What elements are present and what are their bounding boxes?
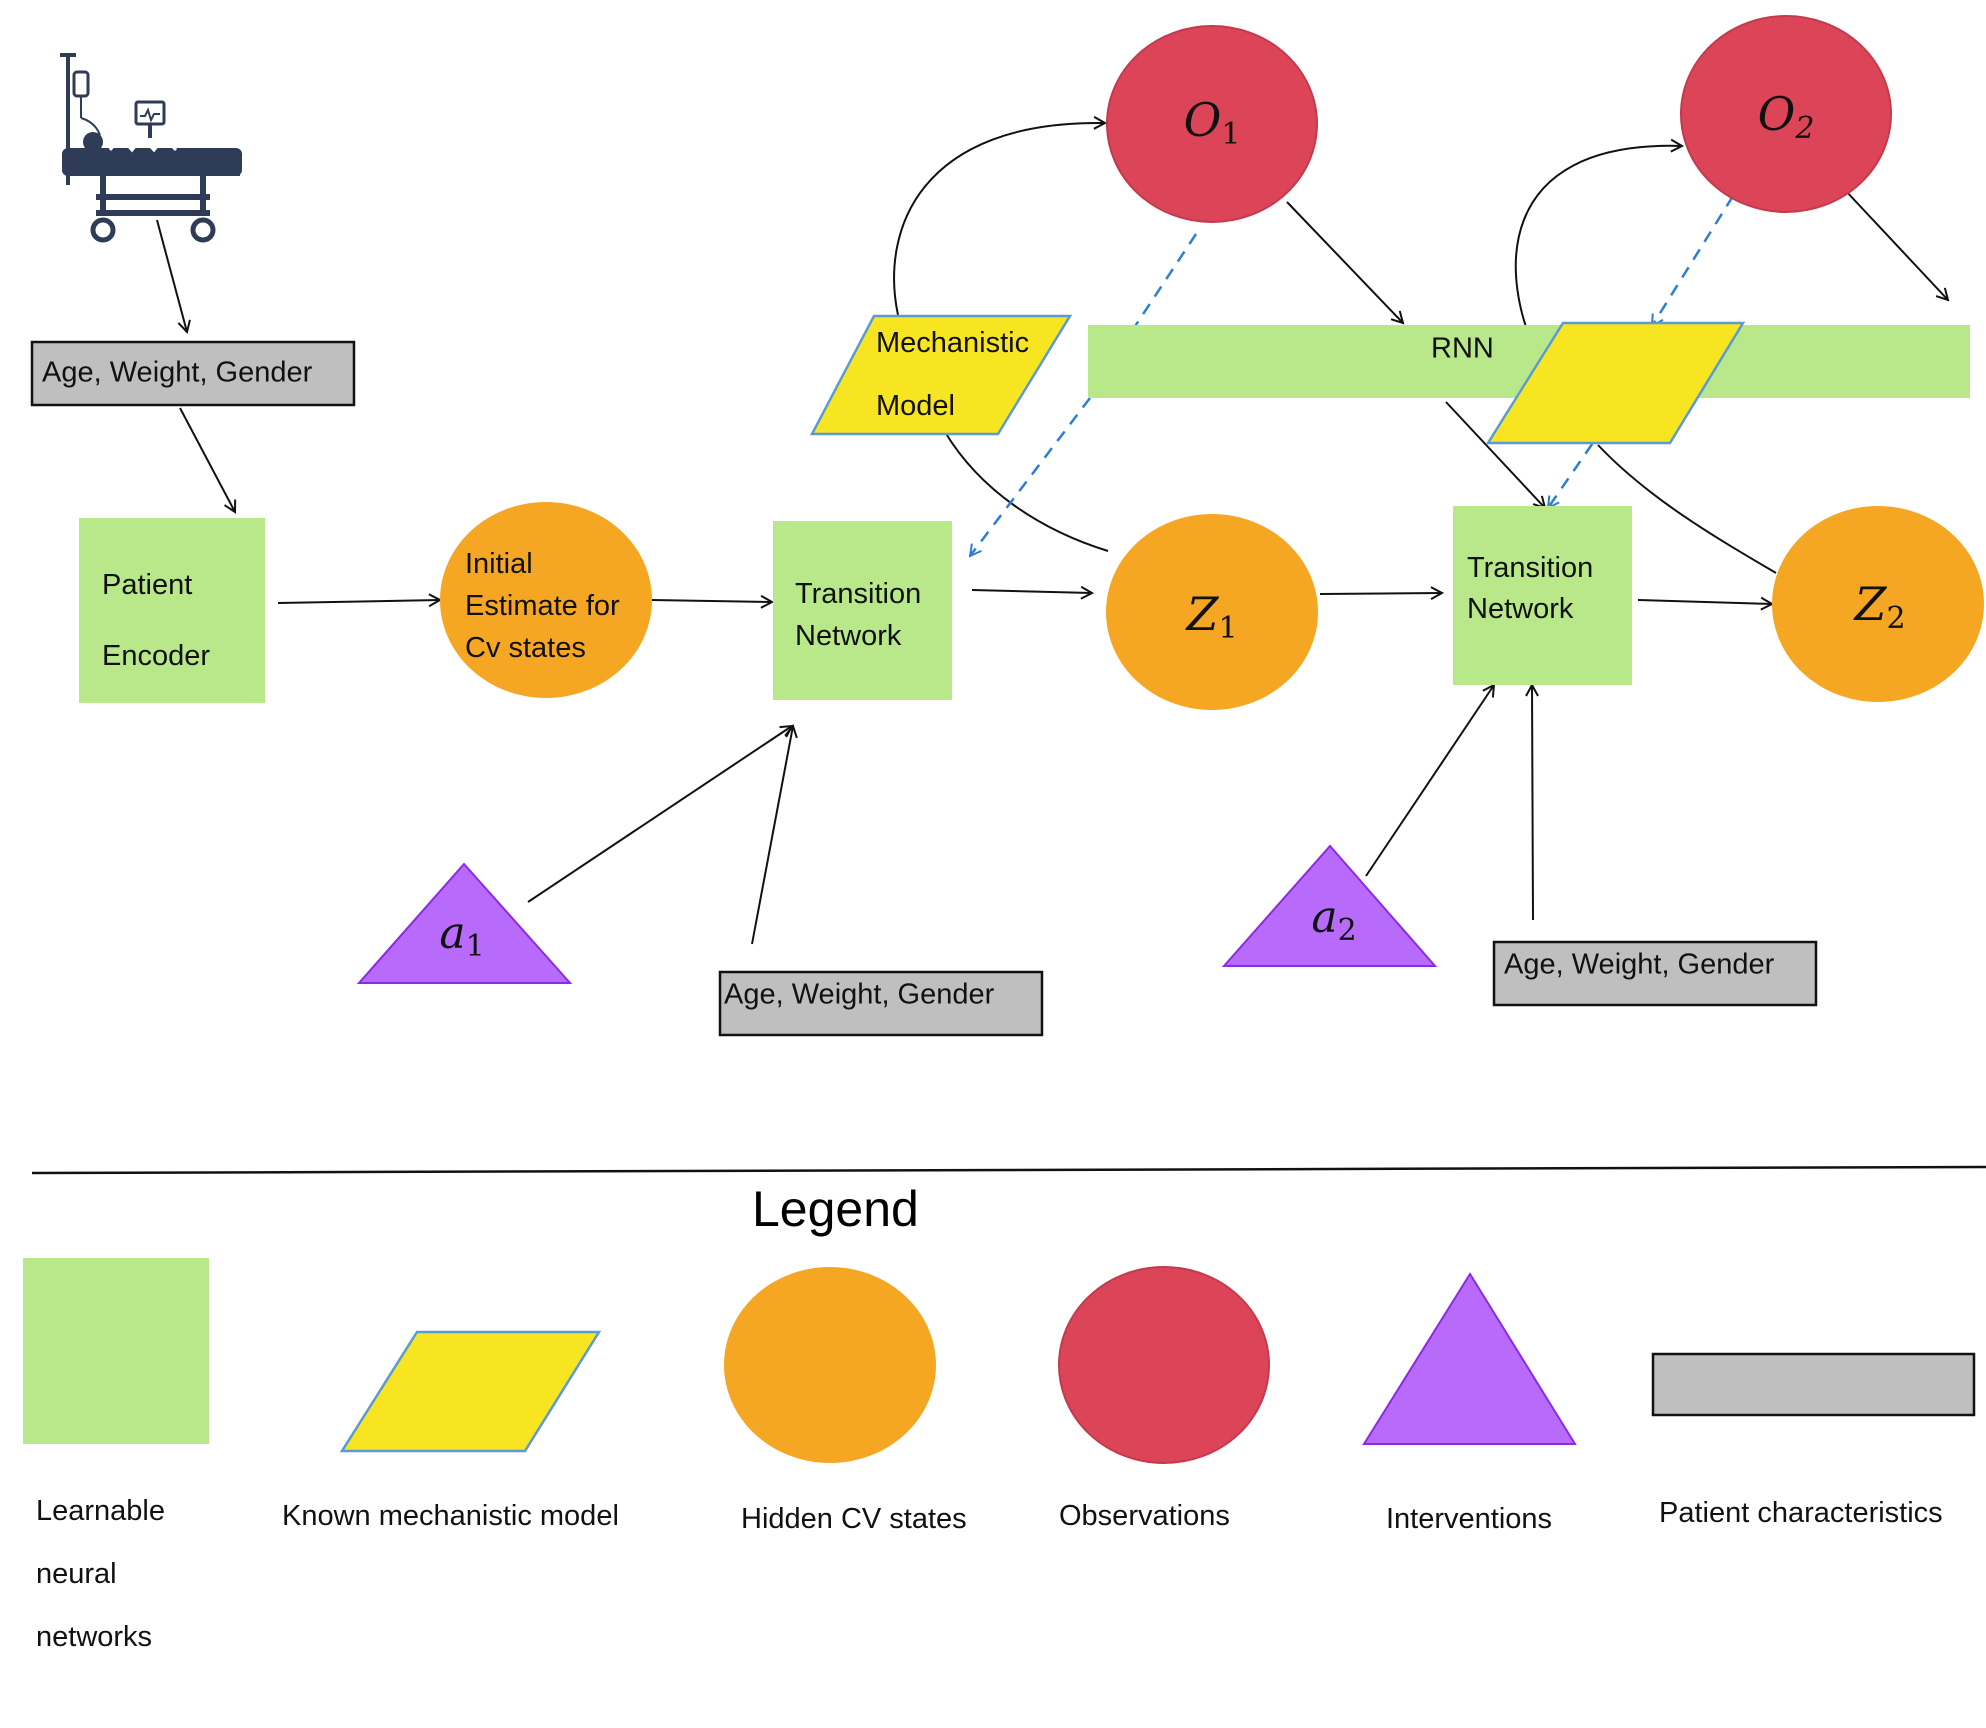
- arrow-a1-to-transition1: [527, 726, 792, 903]
- a1-label: a1: [439, 908, 484, 965]
- observation-o2: O2: [1680, 15, 1892, 213]
- legend-interventions-swatch: [1362, 1272, 1577, 1445]
- patient-characteristics-2-label: Age, Weight, Gender: [1504, 949, 1775, 981]
- intervention-a2: a2: [1221, 844, 1438, 967]
- o1-label: O1: [1184, 93, 1241, 152]
- legend-patient: Patient characteristics: [1651, 1352, 1976, 1529]
- mechanistic-model-1: Mechanistic Model: [809, 314, 1073, 436]
- transition-network-2-label-2: Network: [1467, 593, 1574, 625]
- initial-estimate-label-2: Estimate for: [465, 590, 620, 622]
- mechanistic-model-label-1: Mechanistic: [876, 327, 1029, 359]
- arrow-transition2-to-z2: [1637, 600, 1772, 604]
- legend-learnable-label-1: Learnable: [36, 1495, 165, 1527]
- initial-estimate-label-3: Cv states: [465, 632, 586, 664]
- arrow-chars1-to-transition1: [751, 726, 793, 945]
- legend-observations-swatch: [1058, 1266, 1270, 1464]
- patient-encoder: Patient Encoder: [79, 518, 265, 703]
- initial-estimate-node: Initial Estimate for Cv states: [440, 502, 652, 698]
- curve-mechanistic-to-z1: [944, 431, 1109, 552]
- legend-learnable: Learnable neural networks: [23, 1258, 209, 1653]
- transition-network-1-label-1: Transition: [795, 578, 921, 610]
- patient-characteristics-top: Age, Weight, Gender: [30, 340, 356, 407]
- legend-observations: Observations: [1058, 1266, 1270, 1532]
- legend-mechanistic: Known mechanistic model: [282, 1330, 619, 1532]
- mechanistic-model-2: [1485, 321, 1746, 445]
- legend-patient-swatch: [1651, 1352, 1976, 1417]
- curve-mechanistic2-to-o2: [1514, 146, 1682, 357]
- legend-mechanistic-label: Known mechanistic model: [282, 1500, 619, 1532]
- connectors: [156, 123, 1948, 945]
- dashed-o1-to-rnn: [1126, 233, 1198, 340]
- arrow-o1-to-rnn: [1286, 201, 1403, 323]
- arrow-encoder-to-initial: [277, 600, 440, 603]
- initial-estimate-label-1: Initial: [465, 548, 533, 580]
- arrow-initial-to-transition1: [651, 600, 772, 602]
- intervention-a1: a1: [356, 862, 573, 984]
- patient-characteristics-1-label: Age, Weight, Gender: [724, 979, 995, 1011]
- mechanistic-model-label-2: Model: [876, 390, 955, 422]
- legend-interventions-label: Interventions: [1386, 1503, 1552, 1535]
- legend-interventions: Interventions: [1362, 1272, 1577, 1535]
- arrow-icon-to-chars: [156, 219, 187, 332]
- arrow-z1-to-transition2: [1319, 593, 1442, 594]
- arrow-rnn-to-transition2: [1445, 401, 1545, 508]
- legend-title: Legend: [752, 1181, 919, 1237]
- o2-label: O2: [1758, 87, 1815, 146]
- hidden-state-z2: Z2: [1772, 506, 1984, 702]
- legend-learnable-label-2: neural: [36, 1558, 117, 1590]
- patient-encoder-label-2: Encoder: [102, 640, 210, 672]
- z1-label: Z1: [1184, 587, 1237, 646]
- legend-learnable-label-3: networks: [36, 1621, 152, 1653]
- arrow-chars2-to-transition2: [1532, 685, 1533, 921]
- legend-mechanistic-swatch: [339, 1330, 602, 1453]
- arrow-a2-to-transition2: [1365, 685, 1494, 877]
- arrow-o2-to-right: [1844, 189, 1948, 300]
- legend-hidden: Hidden CV states: [724, 1267, 967, 1535]
- transition-network-2: Transition Network: [1453, 506, 1632, 685]
- patient-encoder-label-1: Patient: [102, 569, 192, 601]
- patient-characteristics-2: Age, Weight, Gender: [1492, 940, 1818, 1007]
- legend-divider: [31, 1165, 1986, 1175]
- arrow-chars-to-encoder: [179, 407, 235, 512]
- hidden-state-z1: Z1: [1106, 514, 1318, 710]
- a2-label: a2: [1311, 892, 1356, 949]
- z2-label: Z2: [1852, 577, 1905, 636]
- dashed-o2-to-rnn: [1652, 195, 1735, 326]
- arrow-transition1-to-z1: [971, 590, 1092, 593]
- legend-hidden-swatch: [724, 1267, 936, 1463]
- transition-network-1: Transition Network: [773, 521, 952, 700]
- hospital-bed-icon: [60, 53, 242, 243]
- observation-o1: O1: [1106, 25, 1318, 223]
- patient-characteristics-top-label: Age, Weight, Gender: [42, 357, 313, 389]
- transition-network-2-label-1: Transition: [1467, 552, 1593, 584]
- legend-patient-label: Patient characteristics: [1659, 1497, 1943, 1529]
- curve-mechanistic2-to-z2: [1597, 444, 1777, 574]
- legend-observations-label: Observations: [1059, 1500, 1230, 1532]
- transition-network-1-label-2: Network: [795, 620, 902, 652]
- legend-hidden-label: Hidden CV states: [741, 1503, 967, 1535]
- patient-characteristics-1: Age, Weight, Gender: [718, 970, 1044, 1037]
- curve-mechanistic-to-o1: [893, 123, 1105, 316]
- rnn-label: RNN: [1431, 333, 1494, 365]
- legend-learnable-swatch: [23, 1258, 209, 1444]
